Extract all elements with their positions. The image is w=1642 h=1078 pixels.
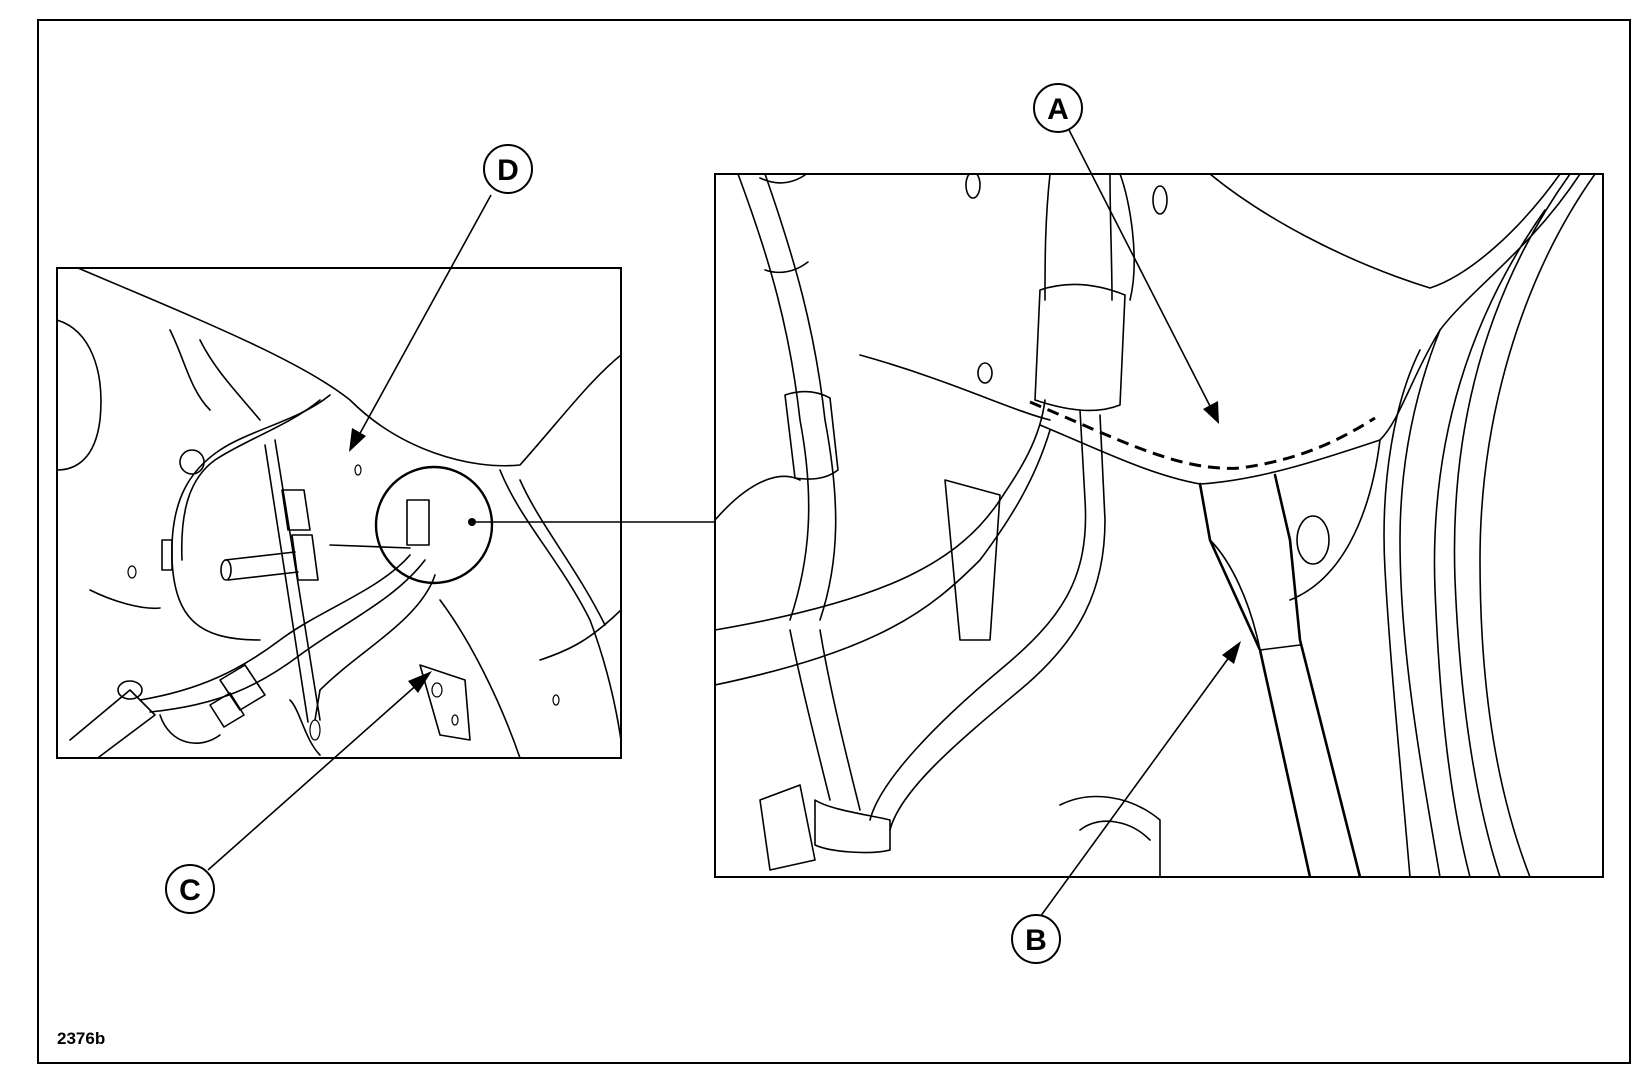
callout-b: B <box>1011 914 1061 964</box>
overview-frame <box>56 267 622 759</box>
callout-b-label: B <box>1025 924 1047 957</box>
figure-reference: 2376b <box>57 1029 105 1048</box>
overview-view <box>56 267 622 759</box>
callout-c-label: C <box>179 874 201 907</box>
cut-line <box>1029 400 1376 470</box>
detail-view <box>714 173 1604 878</box>
figure-frame <box>37 19 1631 1064</box>
callout-a-label: A <box>1047 93 1069 126</box>
callout-c: C <box>165 864 215 914</box>
callout-d-label: D <box>497 154 519 187</box>
callout-leaders <box>207 125 1241 918</box>
callout-a: A <box>1033 83 1083 133</box>
detail-frame <box>714 173 1604 878</box>
overview-drawing <box>57 268 621 758</box>
callout-d: D <box>483 144 533 194</box>
magnified-area-circle <box>374 465 494 585</box>
detail-drawing <box>715 174 1596 877</box>
